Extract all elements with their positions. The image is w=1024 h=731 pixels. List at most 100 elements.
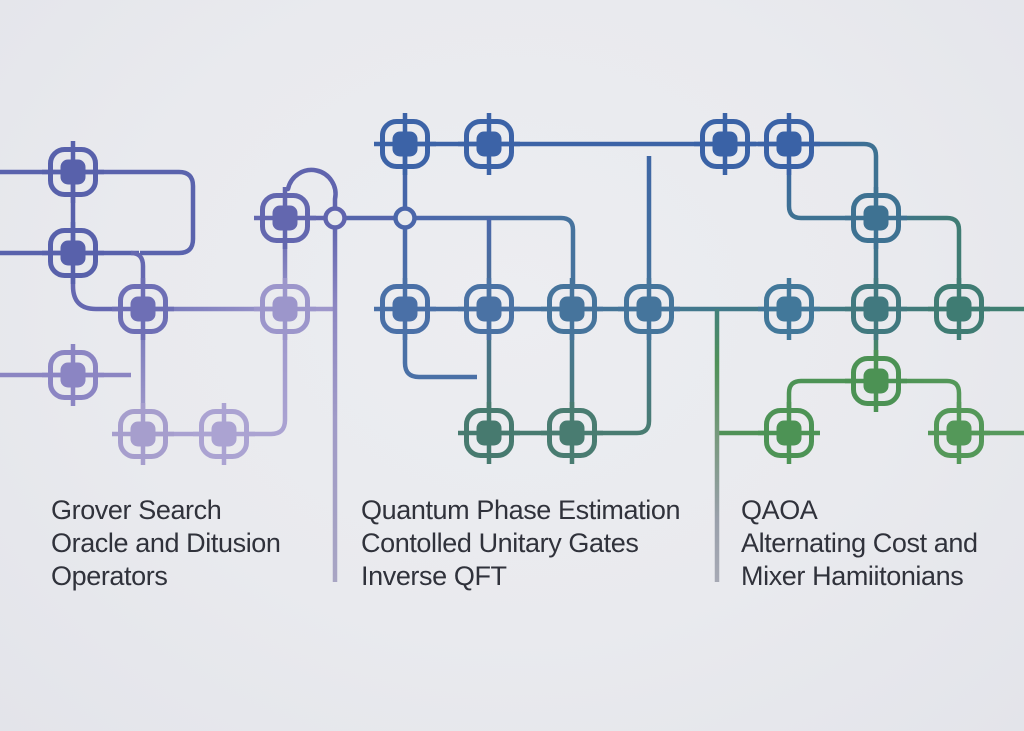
gate-ring	[851, 193, 901, 243]
gate-core	[776, 420, 802, 446]
gate-node-grover-d	[42, 344, 104, 406]
wire-qaoa-s-p	[786, 378, 855, 412]
wire-grover-b-curve-to-c	[70, 274, 123, 312]
gate-ring	[464, 284, 514, 334]
wire-qpe-ctrl-row	[415, 215, 576, 289]
gate-node-qpe-l	[541, 278, 603, 340]
gate-node-qaoa-w	[758, 278, 820, 340]
gate-core	[863, 368, 889, 394]
gate-node-grover-g	[254, 278, 316, 340]
wire-grover-e2-to-g	[245, 330, 288, 437]
gate-ring	[380, 284, 430, 334]
section-grover-line-1: Oracle and Ditusion	[51, 528, 281, 558]
gate-core	[60, 159, 86, 185]
section-qaoa-line-0: QAOA	[741, 495, 818, 525]
gate-ring	[48, 350, 98, 400]
wire-qaoa-o-q-upper	[789, 141, 879, 197]
gate-node-qaoa-s	[845, 350, 907, 412]
gate-ring	[851, 284, 901, 334]
gate-core	[60, 240, 86, 266]
section-grover-line-0: Grover Search	[51, 495, 221, 525]
gate-node-grover-f	[254, 187, 316, 249]
gate-core	[130, 296, 156, 322]
wire-grover-row-a-loop	[0, 169, 196, 256]
gate-ring	[118, 409, 168, 459]
gate-core	[211, 421, 237, 447]
gate-core	[476, 296, 502, 322]
gate-ring	[764, 119, 814, 169]
gate-node-grover-e2	[193, 403, 255, 465]
gate-ring	[199, 409, 249, 459]
gate-node-grover-e1	[112, 403, 174, 465]
gate-core	[636, 296, 662, 322]
gate-core	[476, 131, 502, 157]
section-grover-line-2: Operators	[51, 561, 167, 591]
gate-ring	[624, 284, 674, 334]
wire-grover-b-to-c-corner	[130, 250, 146, 289]
gate-core	[130, 421, 156, 447]
section-qaoa-line-1: Alternating Cost and	[741, 528, 978, 558]
wire-grover-arc-hook	[285, 167, 338, 212]
gate-node-qpe-h	[374, 113, 436, 175]
section-qaoa-line-2: Mixer Hamiitonians	[741, 561, 963, 591]
gate-core	[559, 420, 585, 446]
gate-ring	[700, 119, 750, 169]
wire-qpe-m-corner-down	[593, 330, 652, 436]
gate-ring	[118, 284, 168, 334]
gate-core	[476, 420, 502, 446]
gate-core	[272, 205, 298, 231]
gate-core	[946, 296, 972, 322]
section-qpe-line-0: Quantum Phase Estimation	[361, 495, 680, 525]
gate-core	[272, 296, 298, 322]
gate-ring	[764, 284, 814, 334]
gate-ring	[48, 228, 98, 278]
gate-core	[946, 420, 972, 446]
gate-node-qaoa-q	[845, 187, 907, 249]
gate-node-qaoa-u	[928, 402, 990, 464]
gate-node-qpe-g1	[458, 402, 520, 464]
gate-ring	[48, 147, 98, 197]
gate-core	[776, 296, 802, 322]
gate-node-qpe-g2	[541, 402, 603, 464]
gate-core	[712, 131, 738, 157]
gate-node-qaoa-n	[694, 113, 756, 175]
gate-ring	[764, 408, 814, 458]
gate-ring	[464, 119, 514, 169]
gate-node-qpe-m	[618, 278, 680, 340]
wire-qpe-j-corner	[402, 330, 477, 380]
gate-node-qaoa-t	[928, 278, 990, 340]
gate-core	[392, 296, 418, 322]
gate-ring	[934, 284, 984, 334]
wire-qaoa-q-t	[897, 215, 962, 289]
junction-left-icon	[323, 206, 347, 230]
junction-right-icon	[393, 206, 417, 230]
gate-node-qpe-j	[374, 278, 436, 340]
gate-core	[863, 205, 889, 231]
wire-qaoa-s-u	[897, 378, 962, 412]
gate-node-grover-b	[42, 222, 104, 284]
gate-node-grover-c	[112, 278, 174, 340]
gate-ring	[464, 408, 514, 458]
section-qpe-line-1: Contolled Unitary Gates	[361, 528, 638, 558]
gate-ring	[260, 193, 310, 243]
gate-nodes-layer	[42, 113, 990, 465]
gate-ring	[934, 408, 984, 458]
gate-ring	[547, 284, 597, 334]
gate-core	[559, 296, 585, 322]
gate-core	[776, 131, 802, 157]
junction-circles-layer	[323, 206, 417, 230]
gate-node-qaoa-o	[758, 113, 820, 175]
gate-node-qpe-k	[458, 278, 520, 340]
wire-qaoa-o-q-lower	[786, 165, 855, 221]
section-qpe-line-2: Inverse QFT	[361, 561, 507, 591]
gate-node-qaoa-r	[845, 278, 907, 340]
gate-ring	[260, 284, 310, 334]
gate-node-qaoa-p	[758, 402, 820, 464]
gate-core	[863, 296, 889, 322]
gate-ring	[851, 356, 901, 406]
gate-core	[60, 362, 86, 388]
gate-core	[392, 131, 418, 157]
